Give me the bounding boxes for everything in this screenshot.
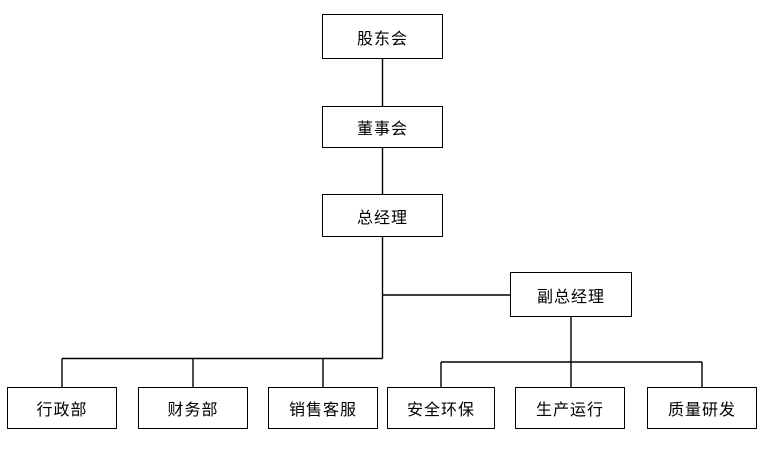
- node-safety-environment: 安全环保: [387, 387, 495, 429]
- node-production-operation-label: 生产运行: [535, 402, 604, 419]
- node-deputy-general-manager-label: 副总经理: [536, 288, 605, 306]
- node-shareholders-label: 股东会: [356, 30, 408, 48]
- node-safety-environment-label: 安全环保: [406, 402, 475, 419]
- node-sales-service-label: 销售客服: [288, 402, 357, 419]
- node-board-label: 董事会: [356, 121, 408, 138]
- node-sales-service: 销售客服: [268, 387, 378, 429]
- node-admin-dept: 行政部: [7, 387, 117, 429]
- node-quality-rd: 质量研发: [647, 387, 757, 429]
- node-shareholders: 股东会: [322, 14, 443, 59]
- node-admin-dept-label: 行政部: [36, 402, 88, 419]
- node-quality-rd-label: 质量研发: [667, 402, 736, 419]
- node-general-manager: 总经理: [322, 194, 443, 237]
- node-finance-dept: 财务部: [138, 387, 248, 429]
- node-board: 董事会: [322, 106, 443, 148]
- node-finance-dept-label: 财务部: [167, 402, 219, 419]
- node-deputy-general-manager: 副总经理: [510, 272, 632, 317]
- node-general-manager-label: 总经理: [356, 209, 408, 227]
- node-production-operation: 生产运行: [515, 387, 625, 429]
